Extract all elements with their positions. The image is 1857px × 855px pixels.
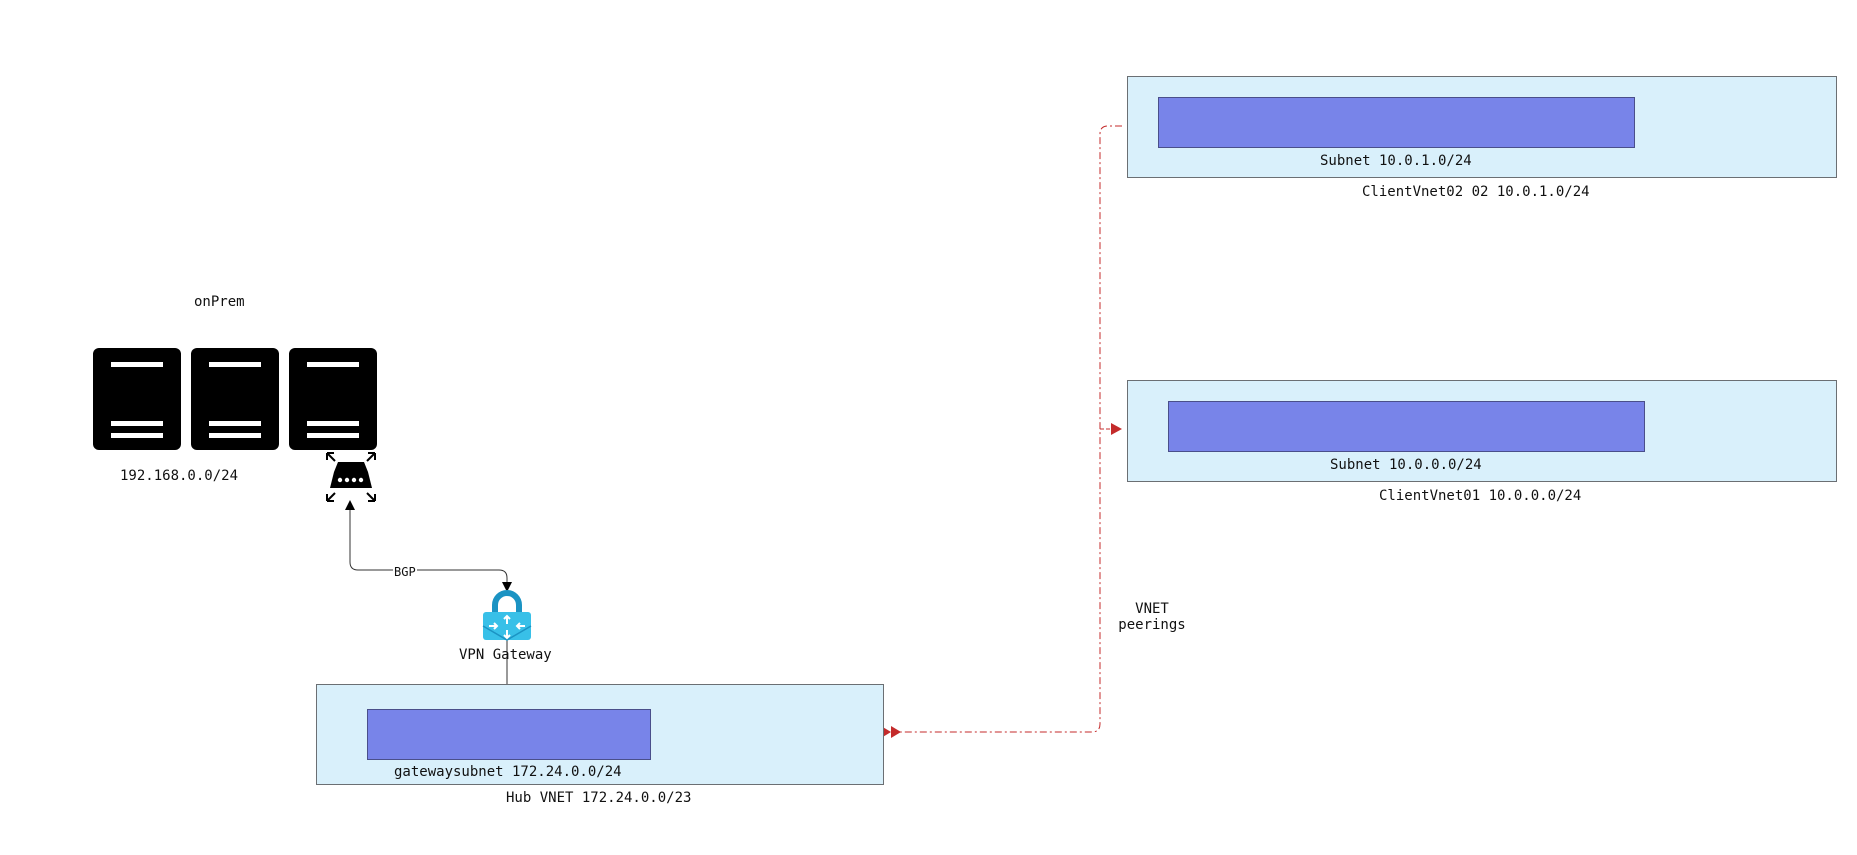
client-vnet01-box[interactable]: Subnet 10.0.0.0/24 (1127, 380, 1837, 482)
server-rack-icon[interactable] (93, 348, 181, 450)
bgp-label: BGP (393, 564, 417, 580)
hub-vnet-label: Hub VNET 172.24.0.0/23 (506, 790, 692, 806)
client-vnet01-subnet-label: Subnet 10.0.0.0/24 (1330, 457, 1482, 473)
vnet-peering-connector[interactable] (892, 125, 1122, 733)
client-vnet02-label: ClientVnet02 02 10.0.1.0/24 (1362, 184, 1590, 200)
onprem-title: onPrem (194, 294, 245, 310)
gateway-subnet-label: gatewaysubnet 172.24.0.0/24 (394, 764, 622, 780)
vnet-peerings-label: VNET peerings (1112, 601, 1192, 633)
peering-arrow-hub-2 (891, 726, 901, 738)
client-vnet02-subnet-label: Subnet 10.0.1.0/24 (1320, 153, 1472, 169)
gateway-subnet-box[interactable] (367, 709, 651, 760)
peering-arrow-client01 (1111, 423, 1122, 435)
server-rack-icon[interactable] (289, 348, 377, 450)
vpn-gateway-lock-icon[interactable] (481, 590, 533, 642)
client-vnet02-subnet-box[interactable] (1158, 97, 1635, 148)
bgp-arrow-up (345, 500, 355, 510)
bgp-connector[interactable] (349, 510, 508, 582)
vnet-peerings-label-line1: VNET (1135, 601, 1169, 617)
network-router-icon[interactable] (324, 450, 378, 504)
server-rack-icon[interactable] (191, 348, 279, 450)
vnet-peerings-label-line2: peerings (1118, 617, 1186, 633)
bgp-arrow-down (502, 582, 512, 592)
hub-vnet-box[interactable]: gatewaysubnet 172.24.0.0/24 (316, 684, 884, 785)
vpn-gateway-label: VPN Gateway (459, 647, 552, 663)
client-vnet01-subnet-box[interactable] (1168, 401, 1645, 452)
onprem-cidr-label: 192.168.0.0/24 (120, 468, 239, 484)
client-vnet02-box[interactable]: Subnet 10.0.1.0/24 (1127, 76, 1837, 178)
client-vnet01-label: ClientVnet01 10.0.0.0/24 (1379, 488, 1582, 504)
